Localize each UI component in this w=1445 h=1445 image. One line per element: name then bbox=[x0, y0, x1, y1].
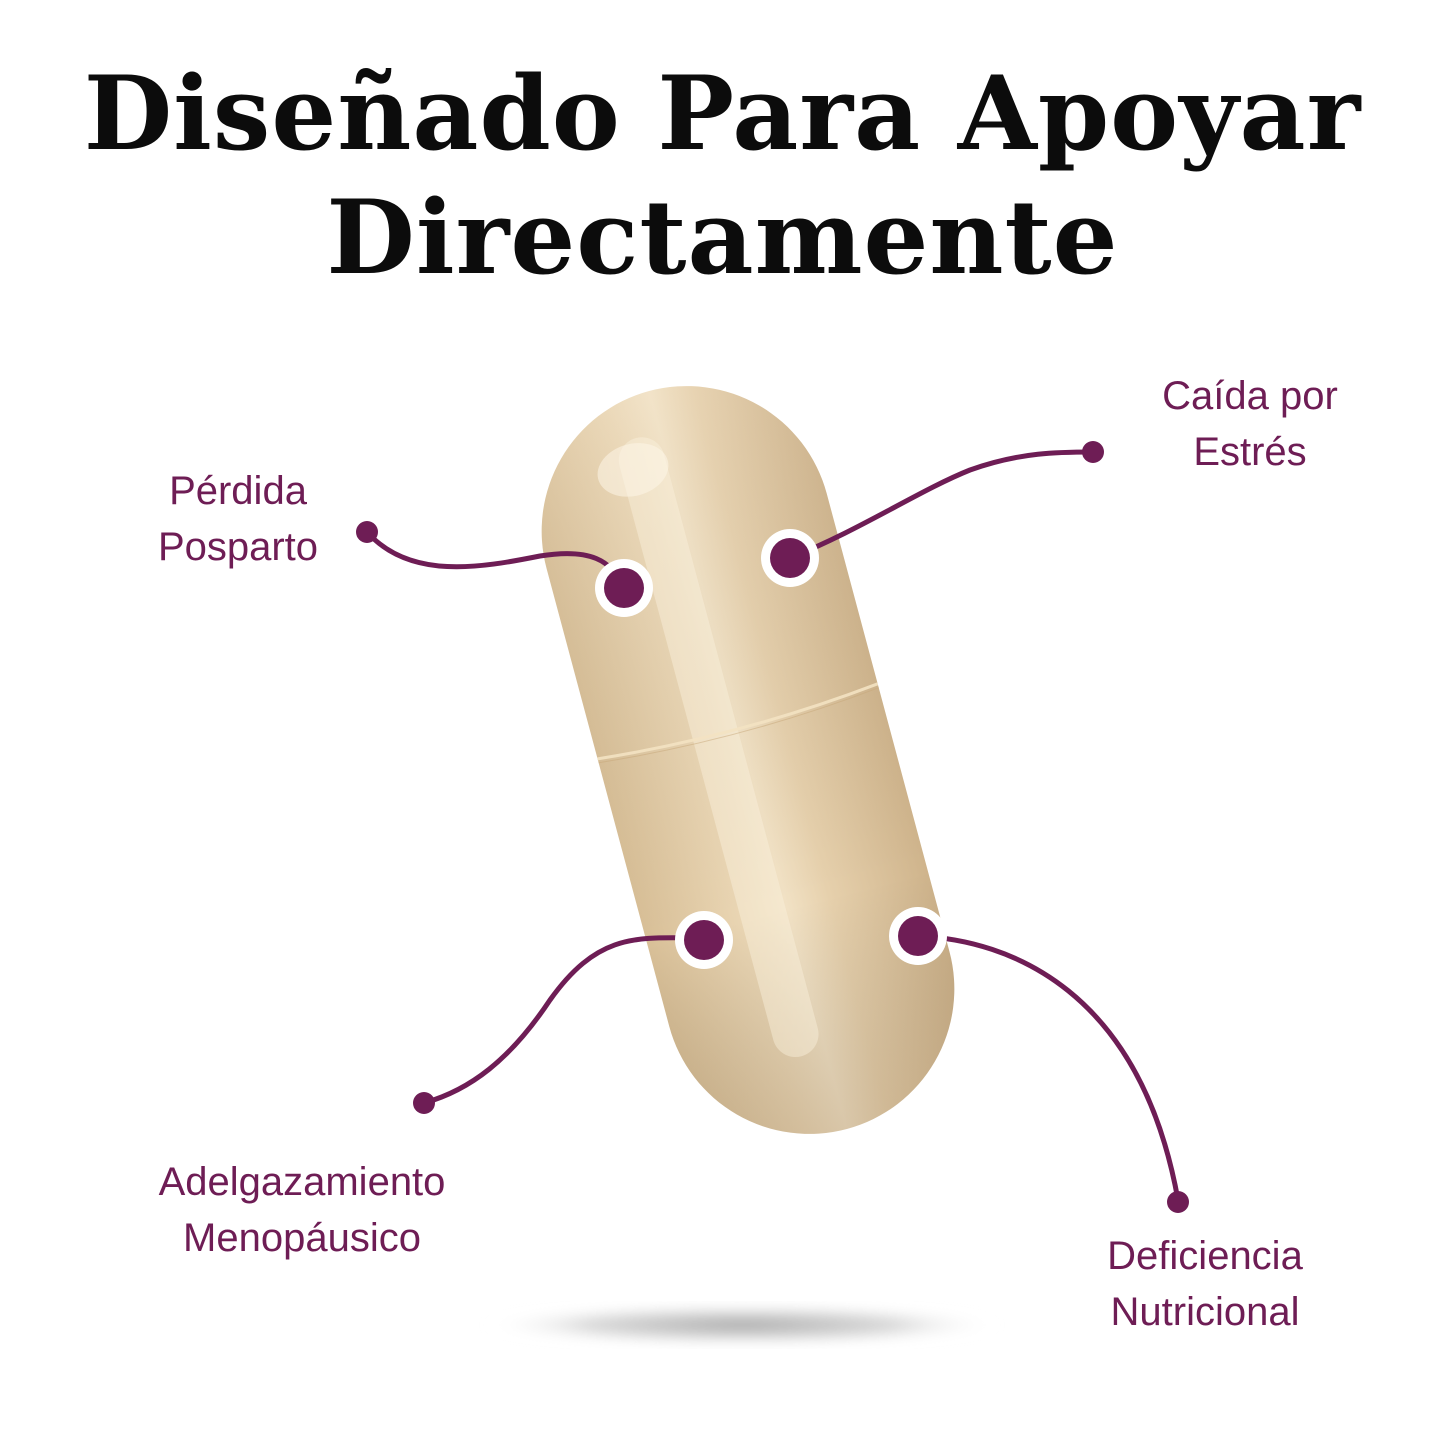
connector-postpartum bbox=[364, 529, 627, 591]
callout-menopause-line-1: Adelgazamiento bbox=[158, 1160, 446, 1204]
endpoint-postpartum bbox=[356, 521, 378, 543]
callout-postpartum-line-2: Posparto bbox=[157, 525, 319, 569]
callout-menopause-line-2: Menopáusico bbox=[183, 1216, 421, 1260]
marker-menopause bbox=[675, 911, 733, 969]
marker-nutrition bbox=[889, 907, 947, 965]
connector-nutrition bbox=[915, 933, 1181, 1203]
page-title-line-1: Diseñado Para Apoyar bbox=[83, 54, 1362, 174]
callout-postpartum-line-1: Pérdida bbox=[169, 469, 307, 513]
connector-stress bbox=[787, 449, 1096, 561]
callout-nutrition: Deficiencia Nutricional bbox=[1075, 1228, 1335, 1340]
page-title-line-2: Directamente bbox=[326, 178, 1119, 298]
callout-menopause: Adelgazamiento Menopáusico bbox=[112, 1154, 492, 1266]
marker-stress bbox=[761, 529, 819, 587]
capsule-icon bbox=[541, 386, 955, 1134]
marker-postpartum bbox=[595, 559, 653, 617]
capsule-shadow bbox=[482, 1305, 1002, 1345]
page-title: Diseñado Para Apoyar Directamente bbox=[0, 52, 1445, 300]
callout-postpartum: Pérdida Posparto bbox=[118, 463, 358, 575]
callout-stress: Caída por Estrés bbox=[1130, 368, 1370, 480]
connector-menopause bbox=[421, 935, 707, 1106]
callout-nutrition-line-1: Deficiencia bbox=[1107, 1234, 1303, 1278]
endpoint-menopause bbox=[413, 1092, 435, 1114]
endpoint-nutrition bbox=[1167, 1191, 1189, 1213]
callout-stress-line-2: Estrés bbox=[1193, 430, 1307, 474]
callout-stress-line-1: Caída por bbox=[1162, 374, 1338, 418]
endpoint-stress bbox=[1082, 441, 1104, 463]
callout-nutrition-line-2: Nutricional bbox=[1110, 1290, 1300, 1334]
